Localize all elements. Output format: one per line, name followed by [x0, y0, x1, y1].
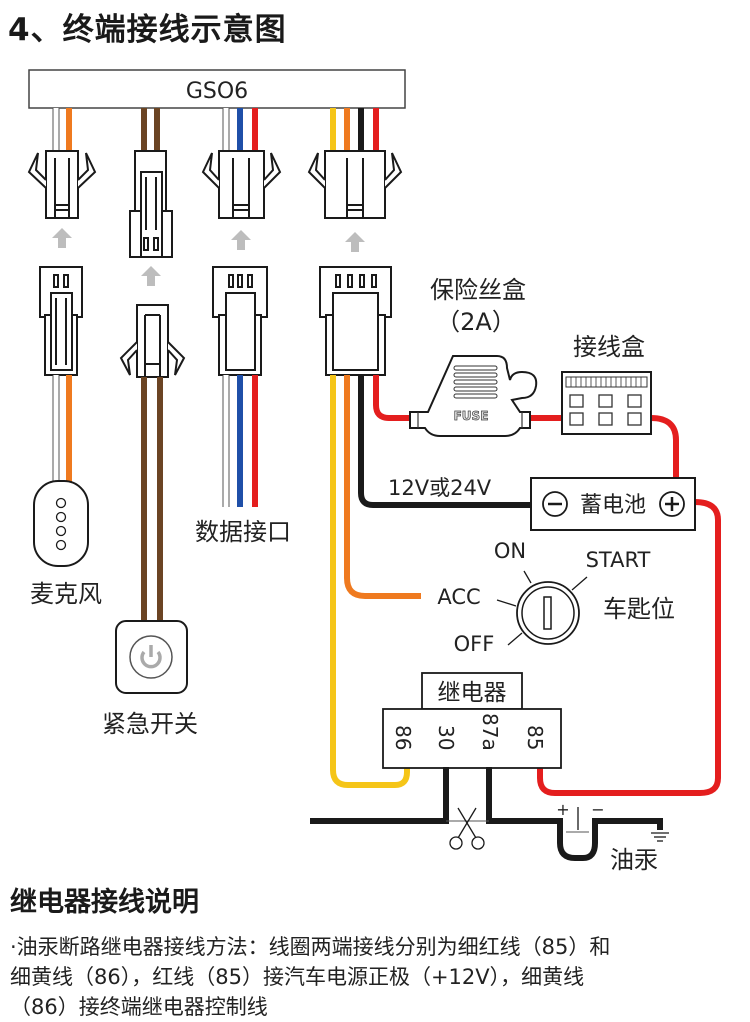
fuel-pump-label: 油汞	[610, 846, 658, 874]
description-line: （86）接终端继电器控制线	[10, 995, 268, 1019]
battery-label: 蓄电池	[580, 493, 646, 518]
power-connector-top	[307, 150, 403, 219]
ignition-label: 车匙位	[603, 595, 675, 623]
red-wire	[373, 375, 721, 796]
fuse-box-label: 保险丝盒	[430, 276, 526, 304]
data-connector-top	[201, 150, 282, 219]
section-title: 继电器接线说明	[10, 887, 199, 918]
fuse-rating-label: （2A）	[436, 308, 516, 336]
microphone-icon	[33, 480, 89, 567]
top-wires	[52, 108, 379, 152]
scissors-icon	[449, 807, 485, 850]
relay: 继电器 86 30 87a 85	[382, 672, 562, 769]
relay-pin-30: 30	[434, 725, 458, 750]
battery: 蓄电池	[530, 477, 696, 531]
description-line: ·油汞断路继电器接线方法：线圈两端接线分别为细红线（85）和	[10, 935, 611, 959]
mic-wires	[52, 375, 72, 482]
switch-wires	[141, 377, 163, 622]
relay-pin-85: 85	[523, 725, 547, 750]
data-connector-bottom	[212, 266, 268, 376]
relay-description: ·油汞断路继电器接线方法：线圈两端接线分别为细红线（85）和 细黄线（86），红…	[10, 932, 745, 1022]
emergency-switch-label: 紧急开关	[102, 710, 198, 738]
data-wires	[222, 375, 258, 507]
page-title: 4、终端接线示意图	[8, 12, 287, 48]
junction-box-label: 接线盒	[573, 333, 645, 361]
relay-pin-87a: 87a	[478, 713, 502, 751]
ignition-start-label: START	[586, 548, 651, 572]
fuel-pump-circuit	[310, 767, 663, 861]
fuse-icon: FUSE	[409, 355, 538, 437]
arrow-up-icon	[345, 232, 365, 252]
mic-connector-bottom	[39, 266, 83, 376]
arrow-up-icon	[231, 230, 251, 250]
ignition-off-label: OFF	[454, 632, 495, 656]
ground-icon	[651, 832, 669, 842]
pump-minus-label: −	[591, 800, 604, 819]
pump-plus-label: +	[556, 800, 569, 819]
data-port-label: 数据接口	[195, 518, 291, 546]
orange-acc-wire	[344, 375, 421, 599]
black-wire	[358, 375, 530, 508]
description-line: 细黄线（86），红线（85）接汽车电源正极（+12V），细黄线	[10, 965, 585, 989]
power-connector-bottom	[319, 266, 392, 376]
mic-connector-top	[27, 150, 97, 219]
relay-pin-86: 86	[391, 725, 415, 750]
switch-connector-bottom	[119, 304, 186, 378]
arrow-up-icon	[52, 228, 72, 248]
emergency-switch-icon[interactable]	[115, 620, 188, 694]
switch-connector-top	[129, 150, 173, 258]
wiring-diagram: GSO6	[27, 69, 721, 874]
ignition-on-label: ON	[494, 539, 526, 563]
fuse-text: FUSE	[454, 409, 489, 423]
arrow-up-icon	[141, 266, 161, 286]
junction-box-icon	[561, 371, 652, 435]
voltage-label: 12V或24V	[388, 476, 492, 500]
device-bar: GSO6	[28, 69, 406, 109]
microphone-label: 麦克风	[30, 580, 102, 608]
ignition-acc-label: ACC	[437, 585, 480, 609]
yellow-wire	[330, 375, 410, 788]
relay-label: 继电器	[438, 680, 507, 706]
device-label: GSO6	[186, 79, 248, 104]
ignition-key-icon	[496, 570, 588, 646]
